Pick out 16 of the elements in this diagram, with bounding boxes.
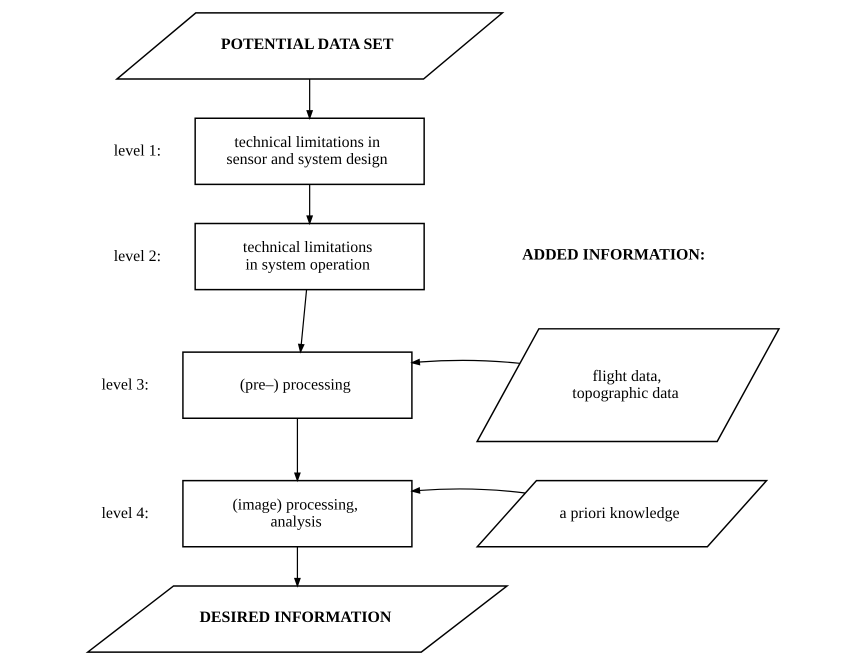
- node-box: (pre–) processing: [182, 351, 412, 419]
- arrow: [306, 79, 313, 120]
- node-label: level 2:: [113, 248, 160, 265]
- node-label: level 1:: [113, 142, 160, 160]
- arrow: [293, 418, 300, 482]
- arrow: [293, 546, 300, 588]
- node-box: technical limitations in system operation: [194, 222, 424, 290]
- node-label: level 3:: [100, 376, 148, 394]
- node-label: level 4:: [100, 504, 148, 522]
- arrow: [297, 290, 307, 354]
- arrow: [410, 486, 525, 494]
- node-box: (image) processing, analysis: [182, 480, 412, 548]
- arrow: [306, 184, 313, 226]
- node-box: technical limitations in sensor and system design: [194, 117, 424, 186]
- arrow: [410, 358, 520, 366]
- label: ADDED INFORMATION:: [522, 246, 705, 264]
